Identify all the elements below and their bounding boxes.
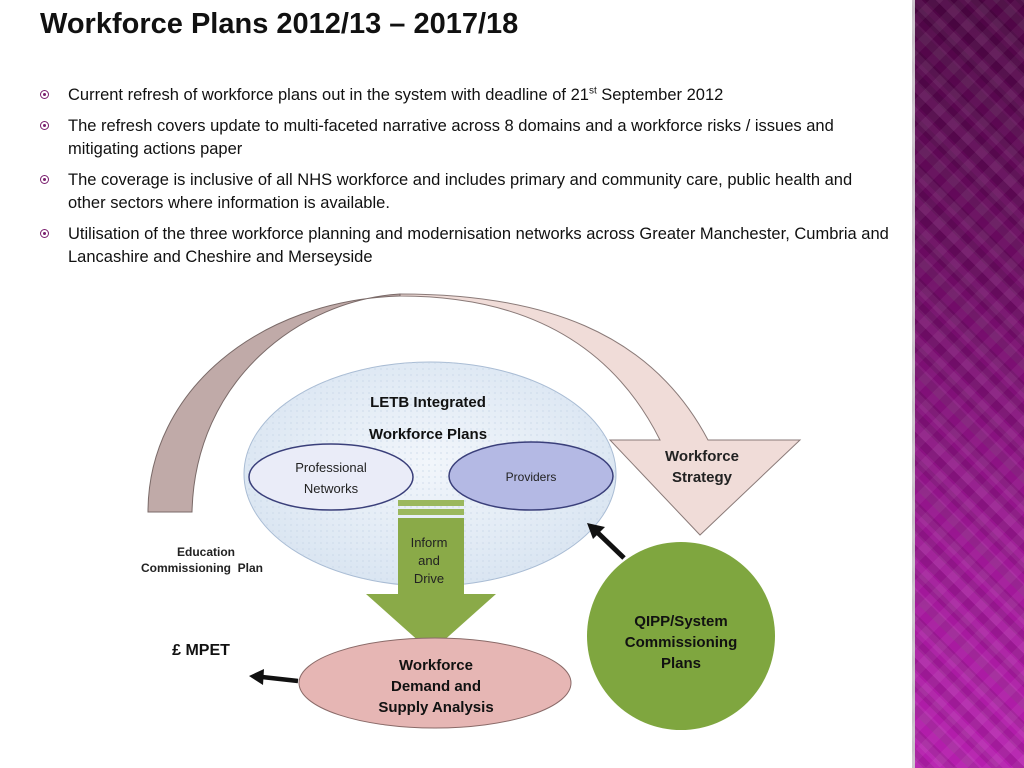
providers-label: Providers [506,470,557,484]
circled-dot-bullet-icon [40,229,49,238]
inform-line2: and [418,553,440,568]
qipp-line1: QIPP/System [634,613,727,630]
slide-title: Workforce Plans 2012/13 – 2017/18 [40,8,519,40]
qipp-circle [587,542,775,730]
bullet-item: Current refresh of workforce plans out i… [40,84,890,107]
education-commissioning-arc [147,293,401,513]
workforce-strategy-line2: Strategy [672,469,733,486]
circled-dot-bullet-icon [40,90,49,99]
qipp-line3: Plans [661,655,701,672]
bullet-text: The refresh covers update to multi-facet… [68,117,834,158]
bullet-item: The refresh covers update to multi-facet… [40,115,890,161]
providers-ellipse [448,441,614,511]
demand-line1: Workforce [399,657,473,674]
mpet-label: £ MPET [172,642,230,659]
workforce-strategy-arrow [399,293,802,536]
bullet-item: The coverage is inclusive of all NHS wor… [40,169,890,215]
qipp-to-providers-arrow-icon [587,523,626,560]
bullet-list: Current refresh of workforce plans out i… [40,84,890,277]
bullet-text: Utilisation of the three workforce plann… [68,225,889,266]
bullet-superscript: st [588,85,597,97]
demand-line3: Supply Analysis [378,699,493,716]
decorative-sidebar [912,0,1024,768]
bullet-text: The coverage is inclusive of all NHS wor… [68,171,853,212]
letb-label-line1: LETB Integrated [370,394,486,411]
circled-dot-bullet-icon [40,121,49,130]
bullet-item: Utilisation of the three workforce plann… [40,223,890,269]
letb-circle-texture [244,362,616,586]
bullet-text: Current refresh of workforce plans out i… [68,86,589,104]
inform-line1: Inform [411,535,448,550]
professional-networks-line1: Professional [295,460,367,475]
bullet-text-after: September 2012 [596,86,724,104]
demand-line2: Demand and [391,678,481,695]
education-commissioning-line1: Education [177,545,235,559]
circled-dot-bullet-icon [40,175,49,184]
letb-label-line2: Workforce Plans [369,426,487,443]
inform-and-drive-arrow [366,500,496,652]
demand-to-mpet-arrow-icon [249,669,299,685]
professional-networks-ellipse [248,443,414,511]
workforce-strategy-line1: Workforce [665,448,739,465]
inform-line3: Drive [414,571,444,586]
education-commissioning-line2: Commissioning Plan [141,561,263,575]
qipp-line2: Commissioning [625,634,738,651]
demand-supply-ellipse [298,637,572,729]
professional-networks-line2: Networks [304,481,359,496]
